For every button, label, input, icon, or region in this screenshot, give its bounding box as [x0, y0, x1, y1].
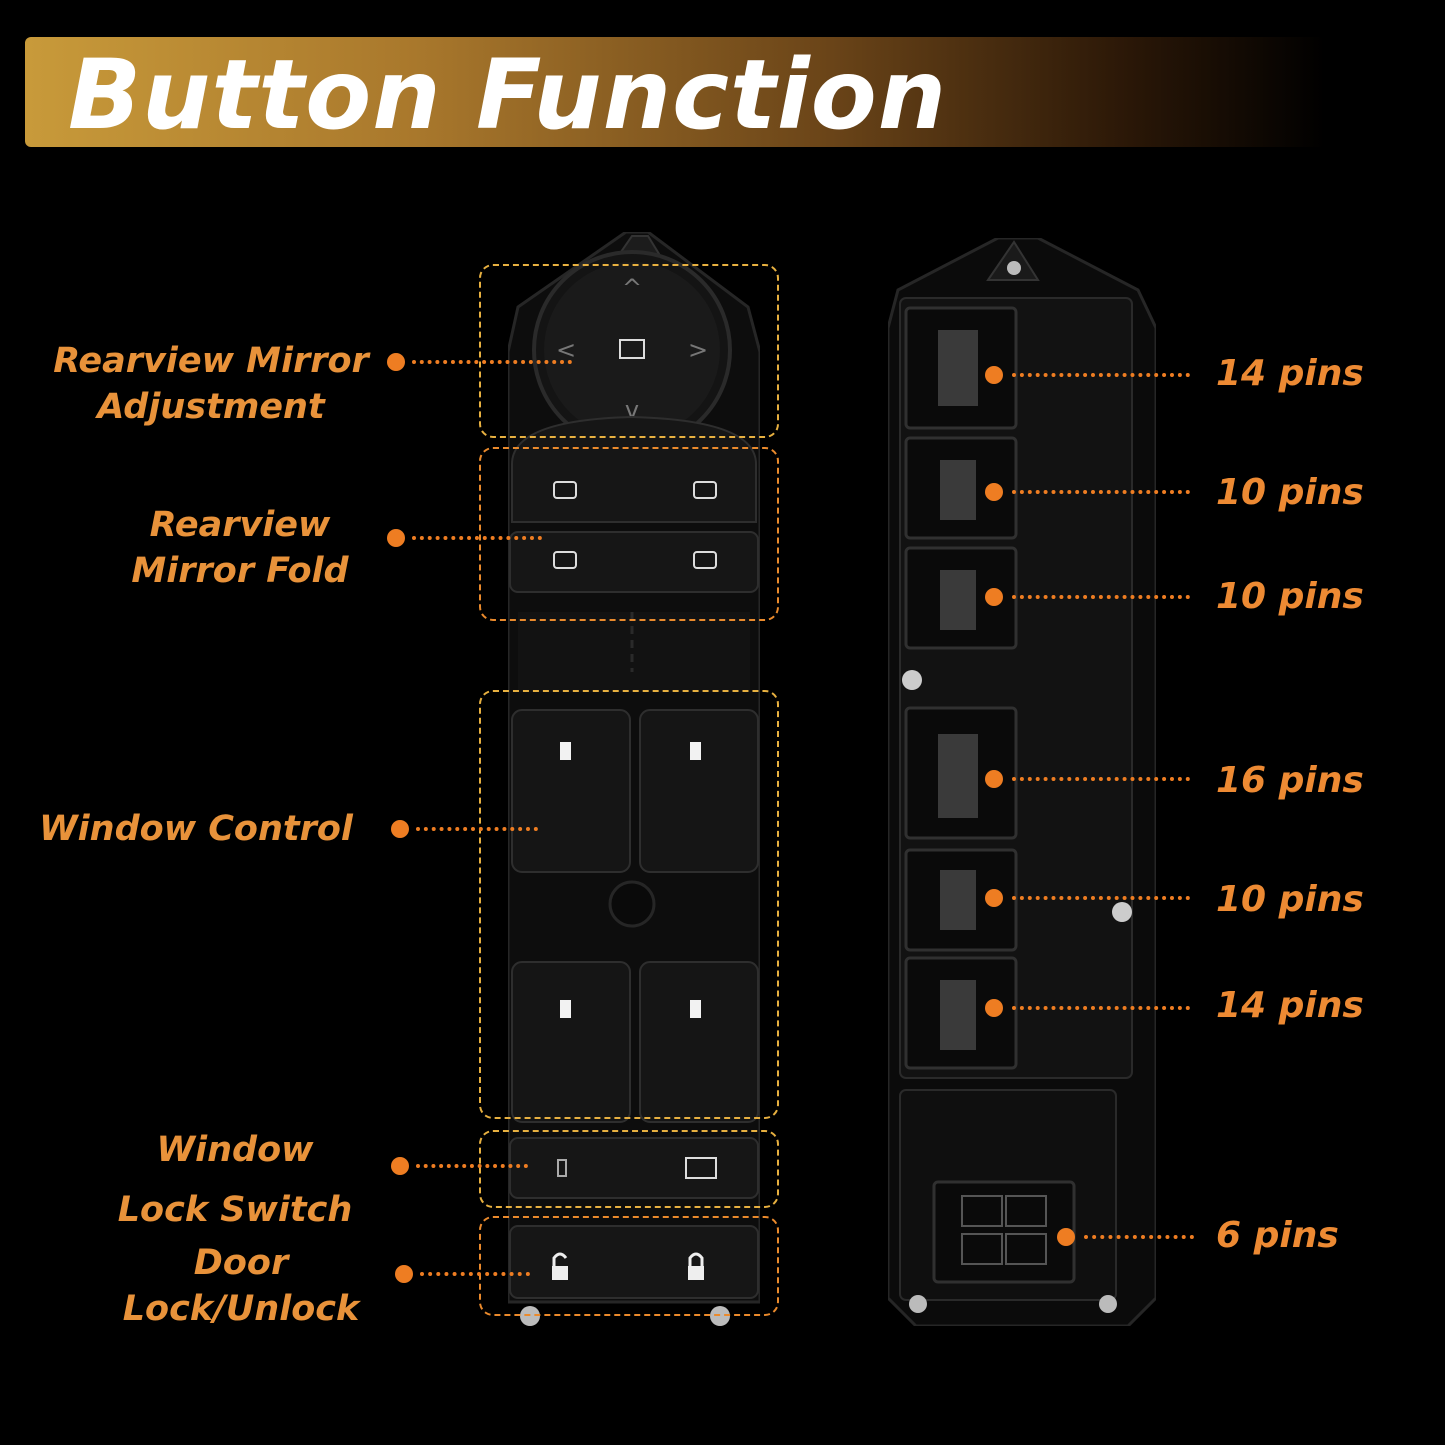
dot-pin-4: [985, 770, 1003, 788]
pin-count-3: 10 pins: [1216, 576, 1364, 617]
leader-pin-2: [1012, 490, 1190, 494]
dot-mirror-adjust: [387, 353, 405, 371]
leader-pin-6: [1012, 1006, 1190, 1010]
frame-door-lock: [479, 1216, 779, 1316]
switch-panel-front: ^ v < >: [508, 232, 760, 1326]
leader-door-lock: [420, 1272, 530, 1276]
pin-count-1: 14 pins: [1216, 353, 1364, 394]
pin-count-2: 10 pins: [1216, 472, 1364, 513]
dot-pin-5: [985, 889, 1003, 907]
dot-mirror-fold: [387, 529, 405, 547]
pin-count-6: 14 pins: [1216, 985, 1364, 1026]
leader-pin-5: [1012, 896, 1190, 900]
dot-pin-6: [985, 999, 1003, 1017]
leader-mirror-adjust: [412, 360, 572, 364]
dot-pin-3: [985, 588, 1003, 606]
frame-mirror-fold: [479, 447, 779, 621]
dot-pin-7: [1057, 1228, 1075, 1246]
frame-window-control: [479, 690, 779, 1119]
page-title: Button Function: [68, 39, 948, 151]
dot-pin-2: [985, 483, 1003, 501]
title-banner: [25, 37, 1325, 147]
dot-pin-1: [985, 366, 1003, 384]
pin-count-7: 6 pins: [1216, 1215, 1339, 1256]
leader-pin-3: [1012, 595, 1190, 599]
pin-count-5: 10 pins: [1216, 879, 1364, 920]
pin-count-4: 16 pins: [1216, 760, 1364, 801]
dot-window-lock: [391, 1157, 409, 1175]
switch-panel-back: [888, 238, 1156, 1326]
svg-text:<: <: [556, 336, 576, 364]
dot-window-control: [391, 820, 409, 838]
frame-mirror-adjust: [479, 264, 779, 438]
leader-window-lock: [416, 1164, 528, 1168]
leader-mirror-fold: [412, 536, 542, 540]
frame-window-lock: [479, 1130, 779, 1208]
svg-text:>: >: [688, 336, 708, 364]
leader-pin-7: [1084, 1235, 1194, 1239]
leader-pin-1: [1012, 373, 1190, 377]
label-window-control: Window Control: [39, 809, 353, 849]
svg-text:^: ^: [622, 274, 642, 302]
dot-door-lock: [395, 1265, 413, 1283]
leader-pin-4: [1012, 777, 1190, 781]
leader-window-control: [416, 827, 538, 831]
